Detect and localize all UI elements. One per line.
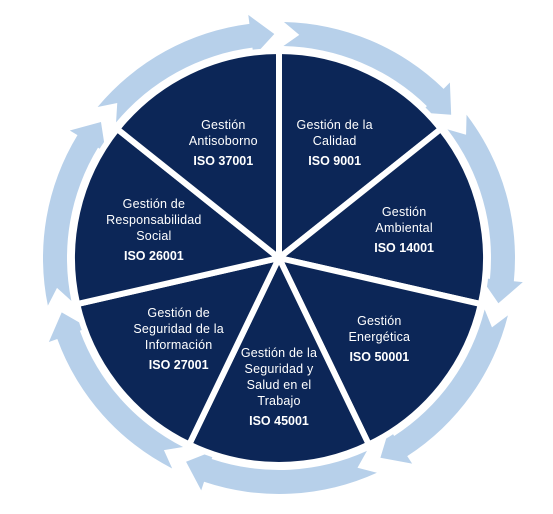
cycle-arrow-ring	[43, 14, 523, 495]
segment-name-line: Seguridad de la	[133, 322, 224, 336]
cycle-arrow-antisoborno	[97, 14, 275, 123]
segment-name-line: Gestión de	[123, 197, 185, 211]
segment-ambiental	[276, 125, 489, 308]
segment-name-line: Energética	[348, 330, 410, 344]
segment-energetica	[276, 255, 484, 448]
segment-name-line: Gestión	[357, 314, 401, 328]
segment-seguridad-informacion	[74, 255, 282, 448]
segment-name-line: Gestión	[382, 205, 426, 219]
iso-code: ISO 26001	[124, 249, 184, 263]
segment-seguridad-salud	[186, 255, 372, 468]
segment-responsabilidad-social	[69, 125, 282, 308]
segment-group	[69, 48, 489, 468]
cycle-arrow-seguridad-salud	[186, 450, 377, 495]
cycle-arrow-ambiental	[447, 114, 523, 304]
cycle-arrow-calidad	[283, 22, 452, 115]
segment-name-line: Gestión de	[147, 306, 209, 320]
segment-antisoborno	[114, 48, 282, 261]
cycle-arrow-energetica	[380, 309, 508, 464]
iso-code: ISO 27001	[149, 358, 209, 372]
iso-code: ISO 14001	[374, 241, 434, 255]
label-seguridad-informacion: Gestión de Seguridad de la InformaciónISO …	[133, 306, 224, 372]
iso-code: ISO 9001	[308, 154, 361, 168]
cycle-arrow-responsabilidad-social	[43, 122, 106, 306]
segment-name-line: Social	[136, 229, 171, 243]
segment-calidad	[276, 48, 444, 261]
segment-name-line: Ambiental	[375, 221, 432, 235]
label-seguridad-salud: Gestión de la Seguridad y Salud en el Traba…	[241, 346, 317, 428]
segment-name-line: Responsabilidad	[106, 213, 201, 227]
segment-name-line: Seguridad y	[245, 362, 314, 376]
cycle-arrow-seguridad-informacion	[48, 312, 184, 469]
segment-name-line: Gestión	[201, 118, 245, 132]
iso-code: ISO 37001	[193, 154, 253, 168]
segment-name-line: Gestión de la	[297, 118, 373, 132]
segment-name-line: Calidad	[313, 134, 357, 148]
iso-code: ISO 50001	[349, 350, 409, 364]
segment-name-line: Trabajo	[257, 394, 300, 408]
iso-code: ISO 45001	[249, 414, 309, 428]
segment-name-line: Gestión de la	[241, 346, 317, 360]
segment-name-line: Información	[145, 338, 213, 352]
segment-name-line: Salud en el	[247, 378, 312, 392]
segment-name-line: Antisoborno	[189, 134, 258, 148]
